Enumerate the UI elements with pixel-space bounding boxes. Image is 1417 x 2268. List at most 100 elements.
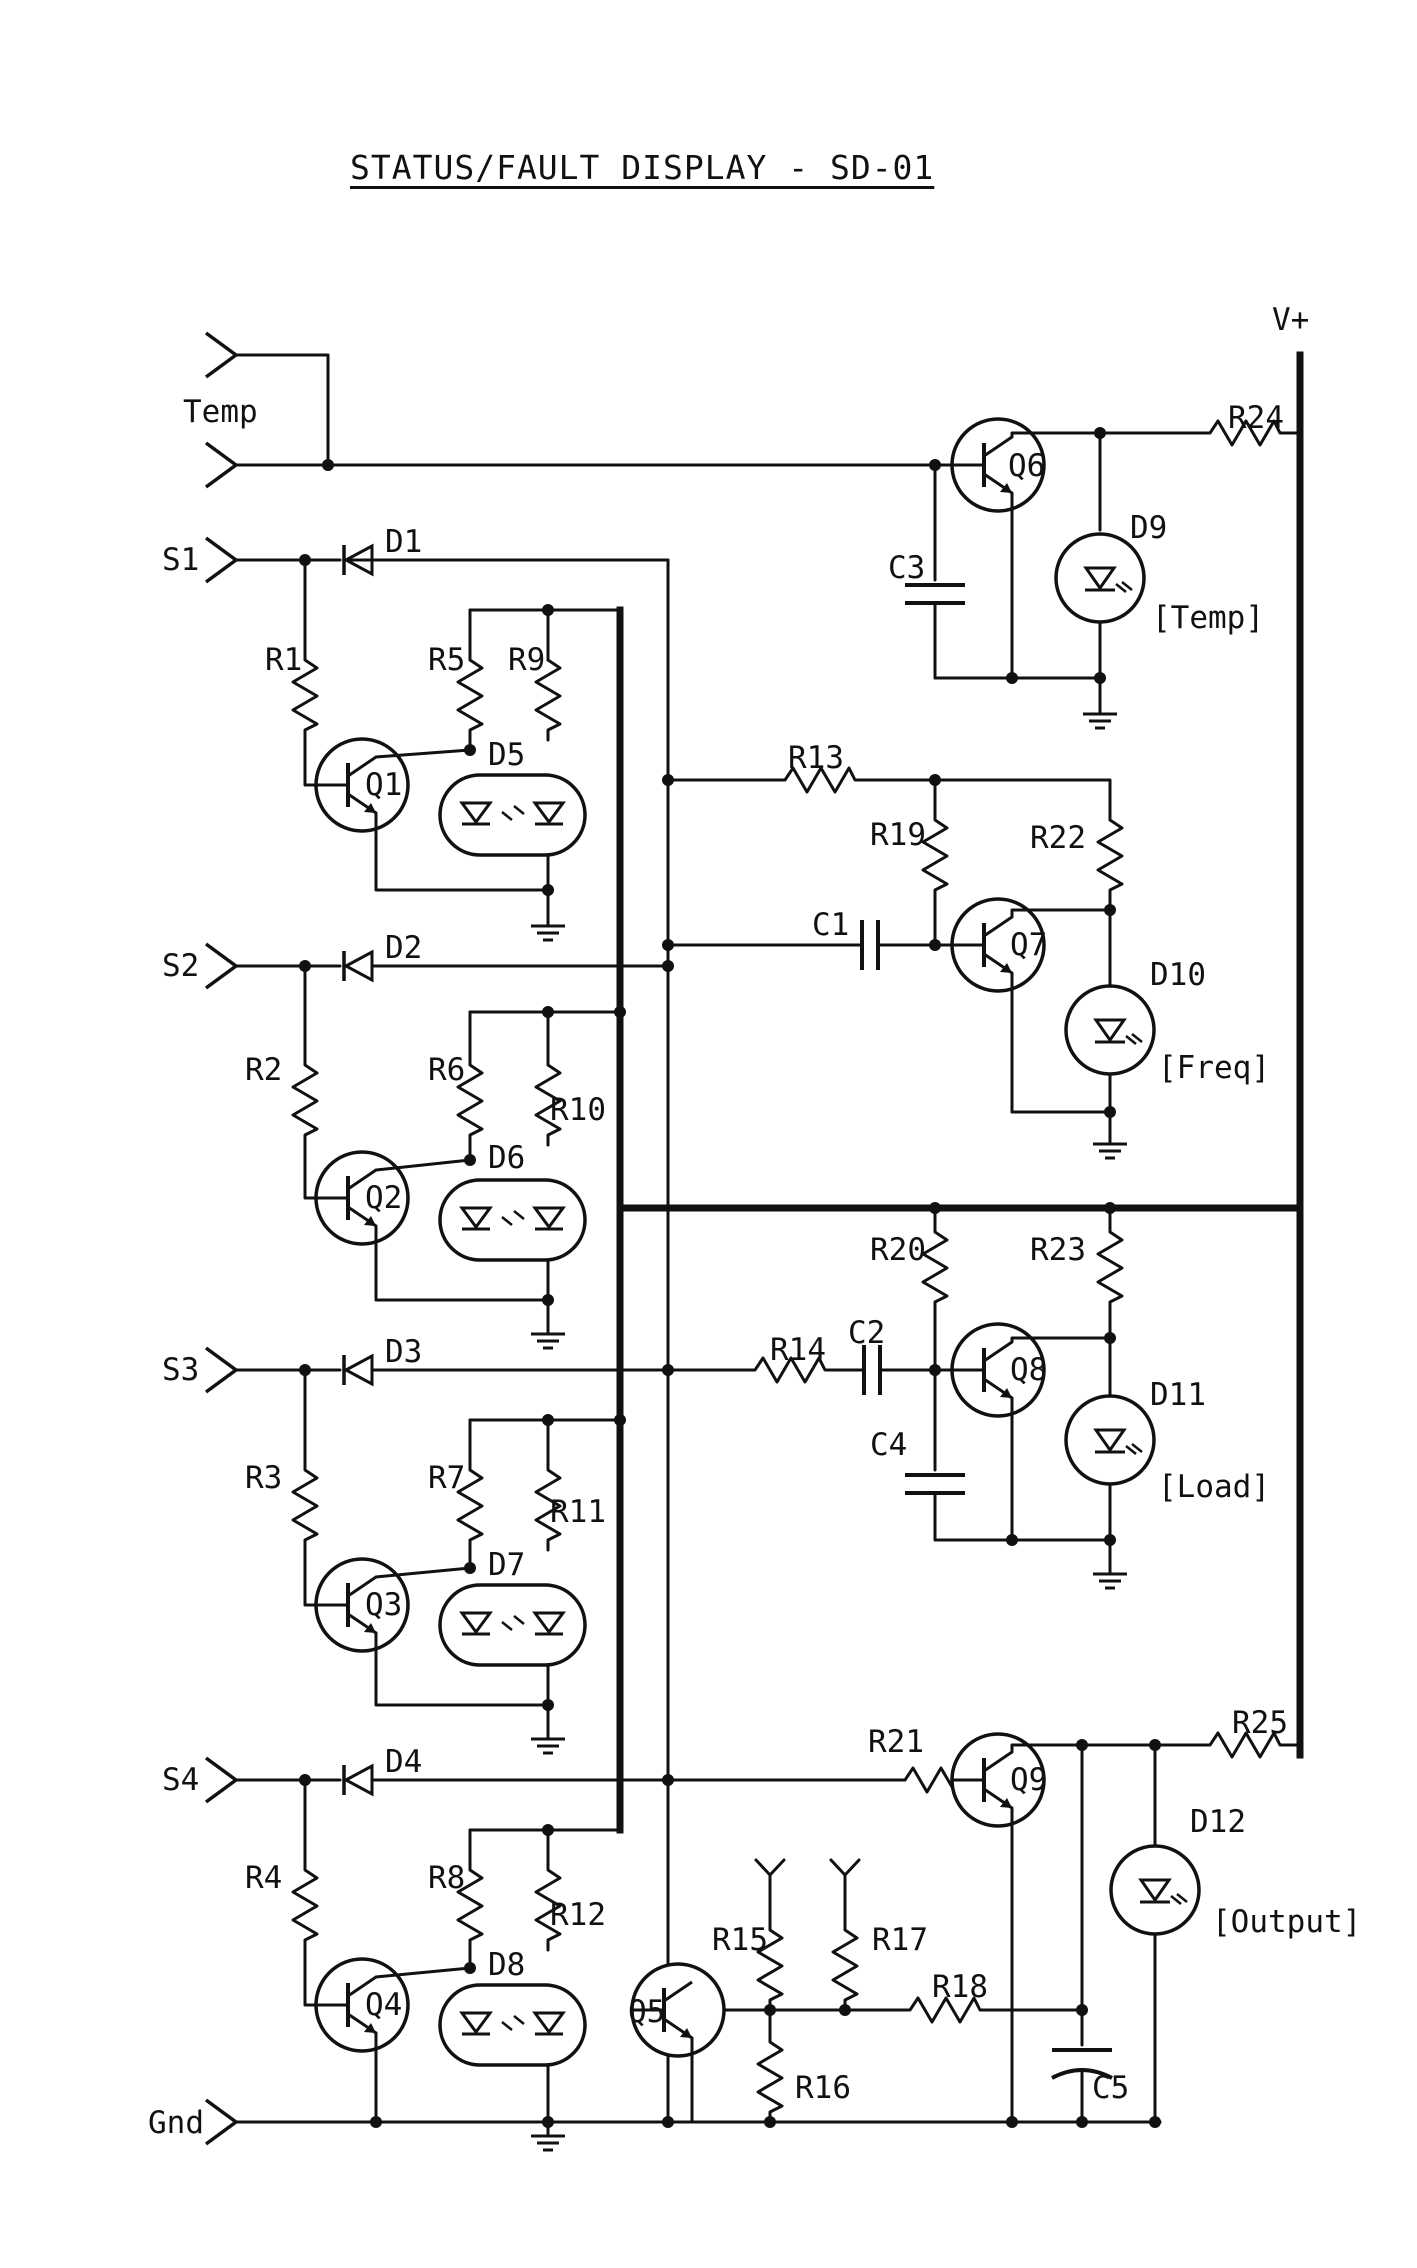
d1-label: D1 [385,524,422,560]
r21-label: R21 [868,1724,924,1760]
d3-label: D3 [385,1334,422,1370]
d2-diode-icon [342,949,374,983]
q9-label: Q9 [1010,1762,1047,1798]
ground-icon [1081,698,1119,730]
ground-icon [1091,1128,1129,1160]
s4-terminal-label: S4 [162,1762,199,1798]
r7-label: R7 [428,1460,465,1496]
d4-label: D4 [385,1744,422,1780]
c5-label: C5 [1092,2070,1129,2106]
r2-label: R2 [245,1052,282,1088]
d4-diode-icon [342,1763,374,1797]
r10-label: R10 [550,1092,606,1128]
r18-label: R18 [932,1969,988,2005]
r4-label: R4 [245,1860,282,1896]
q1-label: Q1 [365,767,402,803]
d3-diode-icon [342,1353,374,1387]
r20-resistor [921,1220,949,1314]
r4-resistor [291,1858,319,1952]
s1-terminal-label: S1 [162,542,199,578]
r8-label: R8 [428,1860,465,1896]
r3-label: R3 [245,1460,282,1496]
r17-resistor [831,1918,859,2012]
s3-terminal-label: S3 [162,1352,199,1388]
r5-label: R5 [428,642,465,678]
r22-resistor [1096,808,1124,902]
r20-label: R20 [870,1232,926,1268]
d12-ref: D12 [1190,1804,1246,1840]
r6-label: R6 [428,1052,465,1088]
c3-label: C3 [888,550,925,586]
d12-label: [Output] [1212,1904,1361,1940]
r9-label: R9 [508,642,545,678]
d5-optocoupler [438,773,587,857]
ground-icon [529,1318,567,1350]
s3-terminal-icon [204,1346,238,1394]
d8-optocoupler [438,1983,587,2067]
s1-terminal-icon [204,536,238,584]
d10-label: [Freq] [1158,1050,1270,1086]
q6-collector-wire [1010,431,1202,439]
q2-label: Q2 [365,1180,402,1216]
d11-label: [Load] [1158,1469,1270,1505]
r19-label: R19 [870,817,926,853]
q8-label: Q8 [1010,1352,1047,1388]
r16-resistor [756,2030,784,2124]
temp-terminal-label: Temp [183,394,258,430]
q4-label: Q4 [365,1987,402,2023]
d8-label: D8 [488,1947,525,1983]
q3-label: Q3 [365,1587,402,1623]
q6-label: Q6 [1008,448,1045,484]
r19-resistor [921,808,949,902]
page-title: STATUS/FAULT DISPLAY - SD-01 [350,148,935,187]
d6-label: D6 [488,1140,525,1176]
r17-label: R17 [872,1922,928,1958]
r23-resistor [1096,1220,1124,1314]
r25-label: R25 [1232,1705,1288,1741]
d5-label: D5 [488,737,525,773]
d9-label: [Temp] [1152,600,1264,636]
r14-label: R14 [770,1332,826,1368]
d12-led-icon [1109,1844,1201,1936]
gnd-terminal-icon [204,2098,238,2146]
vplus-label: V+ [1272,302,1309,338]
temp-terminal-icon-2 [204,441,238,489]
s4-terminal-icon [204,1756,238,1804]
r3-resistor [291,1458,319,1552]
r12-label: R12 [550,1897,606,1933]
c2-label: C2 [848,1315,885,1351]
r13-label: R13 [788,740,844,776]
ground-icon [529,1723,567,1755]
r2-resistor [291,1053,319,1147]
r15-label: R15 [712,1922,768,1958]
temp-terminal-icon [204,331,238,379]
temp-wire [234,353,330,467]
d2-label: D2 [385,930,422,966]
c4-label: C4 [870,1427,907,1463]
d11-led-icon [1064,1394,1156,1486]
d10-ref: D10 [1150,957,1206,993]
ground-icon [1091,1558,1129,1590]
d11-ref: D11 [1150,1377,1206,1413]
d9-ref: D9 [1130,510,1167,546]
q5-label: Q5 [628,1994,665,2030]
d7-label: D7 [488,1547,525,1583]
d7-optocoupler [438,1583,587,1667]
gnd-terminal-label: Gnd [148,2105,204,2141]
r11-label: R11 [550,1494,606,1530]
s2-terminal-icon [204,942,238,990]
r23-label: R23 [1030,1232,1086,1268]
d6-optocoupler [438,1178,587,1262]
ground-icon [529,910,567,942]
r24-label: R24 [1228,400,1284,436]
r22-label: R22 [1030,820,1086,856]
s2-terminal-label: S2 [162,948,199,984]
r1-label: R1 [265,642,302,678]
q7-label: Q7 [1010,927,1047,963]
r16-label: R16 [795,2070,851,2106]
d9-led-icon [1054,532,1146,624]
c1-label: C1 [812,907,849,943]
d10-led-icon [1064,984,1156,1076]
